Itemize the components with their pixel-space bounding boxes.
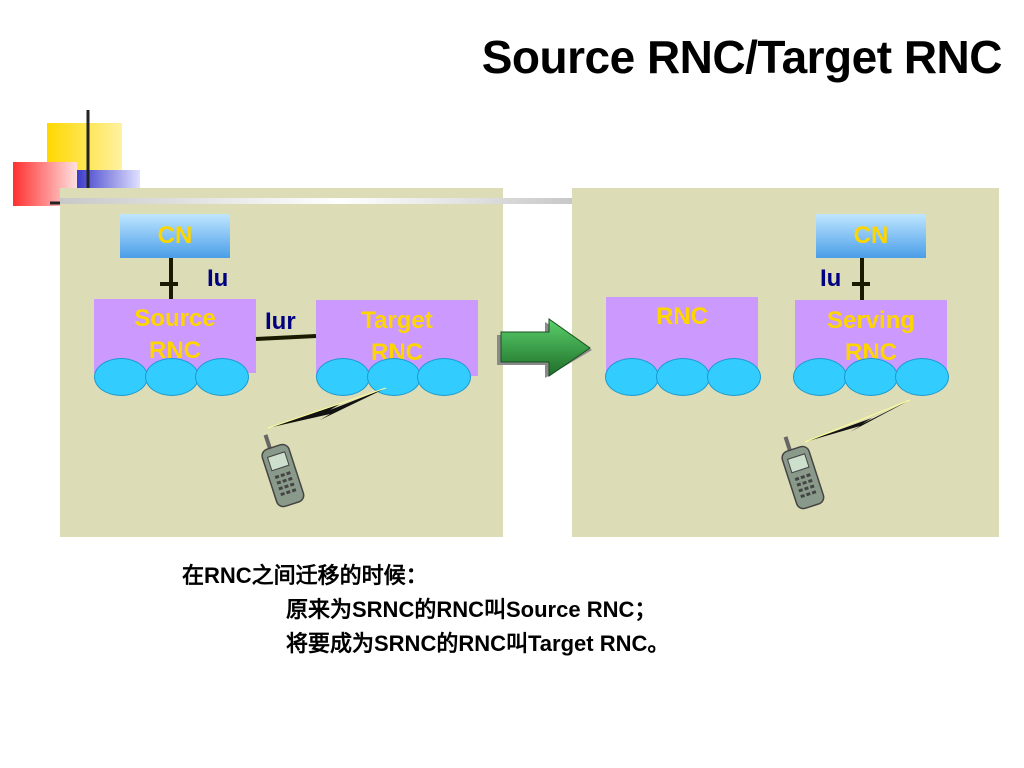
cell (844, 358, 898, 396)
cell (793, 358, 847, 396)
right-iu-link (860, 258, 864, 300)
cell (895, 358, 949, 396)
cell (605, 358, 659, 396)
cell (195, 358, 249, 396)
cell (417, 358, 471, 396)
note-line-1: 在RNC之间迁移的时候： (182, 563, 428, 588)
cell (367, 358, 421, 396)
cell (316, 358, 370, 396)
right-iu-tick (852, 282, 870, 286)
page-title: Source RNC/Target RNC (481, 31, 1003, 83)
note-line-3: 将要成为SRNC的RNC叫Target RNC。 (286, 631, 670, 656)
note-line-2: 原来为SRNC的RNC叫Source RNC； (286, 597, 657, 622)
cell (145, 358, 199, 396)
cell (707, 358, 761, 396)
iur-label: Iur (265, 308, 296, 335)
left-iu-tick (160, 282, 178, 286)
left-iu-link (169, 258, 173, 300)
right-iu-label: Iu (820, 265, 842, 292)
cell (94, 358, 148, 396)
right-cn-box: CN (816, 214, 926, 258)
left-cn-box: CN (120, 214, 230, 258)
left-iu-label: Iu (207, 265, 229, 292)
cell (656, 358, 710, 396)
separator-line (60, 198, 572, 204)
